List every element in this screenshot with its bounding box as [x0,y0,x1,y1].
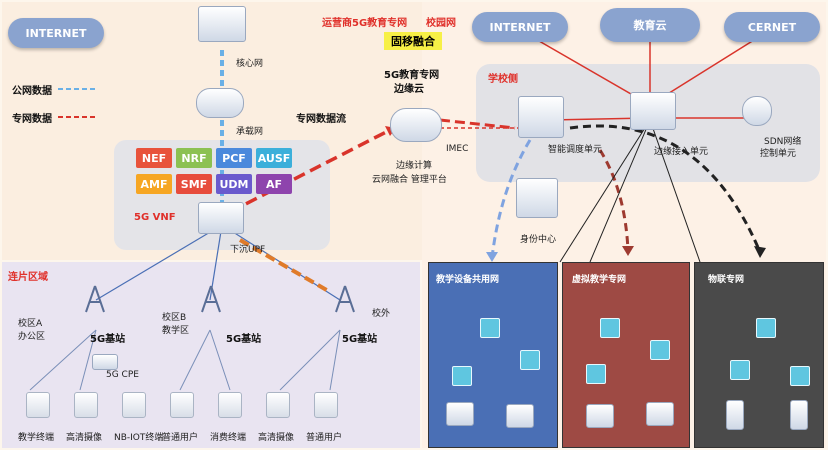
terminal-label: 高清摄像 [66,433,103,443]
smart-sched-label: 智能调度单元 [548,145,603,155]
internet-cloud-right: INTERNET [472,12,568,42]
sdn-label-2: 控制单元 [760,149,797,159]
server-icon [650,340,670,360]
terminal-label: NB-IOT终端 [114,433,164,443]
school-side-title: 学校侧 [488,74,518,85]
vnf-label: 5G VNF [134,212,176,223]
legend-private: 专网数据 [12,114,52,125]
cernet-cloud: CERNET [724,12,820,42]
phone-icon [790,400,808,430]
laptop-icon [646,402,674,426]
edge-compute-line2: 云网融合 管理平台 [372,175,447,185]
edu-cloud: 教育云 [600,8,700,42]
sdn-icon [742,96,772,126]
core-label: 核心网 [236,59,264,69]
server-icon [790,366,810,386]
antenna-tower-icon [80,284,110,314]
terminal-label: 普通用户 [306,433,343,443]
edge-compute-line1: 边缘计算 [396,161,433,171]
nf-nef: NEF [136,148,172,168]
edge-cloud-line1: 5G教育专网 [384,70,440,81]
antenna-tower-icon [330,284,360,314]
server-icon [756,318,776,338]
terminal-label: 消费终端 [210,433,247,443]
upf-icon [198,202,244,234]
sdn-label-1: SDN网络 [764,137,802,147]
virtual-net-title: 虚拟教学专网 [572,275,627,285]
terminal-icon [122,392,146,418]
smart-sched-icon [518,96,564,138]
edge-access-icon [630,92,676,130]
server-icon [520,350,540,370]
server-icon [480,318,500,338]
terminal-label: 普通用户 [162,433,199,443]
terminal-label: 教学终端 [18,433,55,443]
terminal-icon [314,392,338,418]
laptop-icon [446,402,474,426]
server-icon [452,366,472,386]
bs-label-c: 5G基站 [342,334,378,345]
nf-udm: UDM [216,174,252,194]
outside-label: 校外 [372,309,391,319]
server-icon [730,360,750,380]
terminal-label: 高清摄像 [258,433,295,443]
bearer-cloud-icon [196,88,244,118]
teaching-net-title: 教学设备共用网 [436,275,500,285]
nf-ausf: AUSF [256,148,292,168]
identity-icon [516,178,558,218]
upf-label: 下沉UPF [230,245,266,255]
terminal-icon [26,392,50,418]
cpe-label: 5G CPE [106,370,139,380]
terminal-icon [170,392,194,418]
legend-public: 公网数据 [12,86,52,97]
bs-label-a: 5G基站 [90,334,126,345]
terminal-icon [218,392,242,418]
bs-label-b: 5G基站 [226,334,262,345]
edge-cloud-icon [390,108,442,142]
internet-cloud-left: INTERNET [8,18,104,48]
campus-title: 校园网 [426,18,456,29]
iot-net-title: 物联专网 [708,275,745,285]
private-flow-label: 专网数据流 [296,114,346,125]
edge-cloud-line2: 边缘云 [394,84,424,95]
terminal-icon [74,392,98,418]
nf-nrf: NRF [176,148,212,168]
edge-access-label: 边缘接入单元 [654,147,709,157]
phone-icon [726,400,744,430]
core-router-icon [198,6,246,42]
antenna-tower-icon [196,284,226,314]
nf-amf: AMF [136,174,172,194]
district-title: 连片区域 [8,272,48,283]
operator-title: 运营商5G教育专网 [322,18,408,29]
identity-label: 身份中心 [520,235,557,245]
nf-pcf: PCF [216,148,252,168]
fusion-badge: 固移融合 [384,32,442,50]
bearer-label: 承载网 [236,127,264,137]
laptop-icon [506,404,534,428]
server-icon [586,364,606,384]
imec-label: IMEC [446,144,469,154]
cpe-icon [92,354,118,370]
nf-af: AF [256,174,292,194]
laptop-icon [586,404,614,428]
nf-smf: SMF [176,174,212,194]
terminal-icon [266,392,290,418]
server-icon [600,318,620,338]
